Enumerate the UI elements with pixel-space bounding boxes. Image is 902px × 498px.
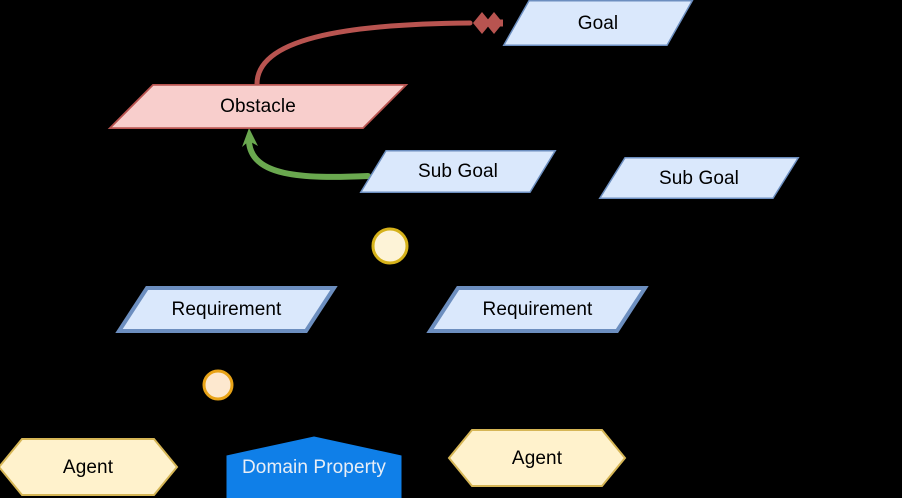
- obstruction-arrowhead-icon: [473, 12, 503, 34]
- node-shape-obstacle: [109, 84, 407, 129]
- refinement-arrowhead-icon: [242, 128, 258, 147]
- obstruction-edge[interactable]: [254, 20, 473, 87]
- node-shape-domain-property: [227, 437, 401, 498]
- node-shape-agent-1: [0, 438, 178, 496]
- node-shape-subgoal-2: [599, 157, 799, 199]
- node-subgoal-2[interactable]: Sub Goal: [599, 157, 799, 199]
- node-label-obstacle: Obstacle: [220, 96, 296, 117]
- junction-circle-bottom[interactable]: [202, 369, 234, 401]
- node-shape-requirement-1: [117, 286, 336, 333]
- node-subgoal-1[interactable]: Sub Goal: [360, 150, 556, 193]
- node-label-agent-2: Agent: [511, 447, 563, 469]
- node-label-agent-1: Agent: [62, 456, 114, 478]
- node-label-subgoal-1: Sub Goal: [417, 161, 499, 182]
- node-obstacle[interactable]: Obstacle: [109, 84, 407, 129]
- node-requirement-1[interactable]: Requirement: [117, 286, 336, 333]
- node-label-requirement-2: Requirement: [482, 299, 593, 320]
- junction-circle-top[interactable]: [371, 227, 409, 265]
- node-shape-requirement-2: [428, 286, 647, 333]
- node-shape-agent-2: [448, 429, 626, 487]
- refinement-edge[interactable]: [246, 139, 371, 180]
- node-label-goal: Goal: [577, 12, 619, 34]
- node-domain-property[interactable]: Domain Property: [227, 437, 401, 498]
- node-agent-1[interactable]: Agent: [0, 438, 178, 496]
- node-shape-subgoal-1: [360, 150, 556, 193]
- node-label-requirement-1: Requirement: [171, 299, 282, 320]
- node-label-subgoal-2: Sub Goal: [658, 167, 740, 189]
- node-goal[interactable]: Goal: [503, 0, 693, 46]
- node-requirement-2[interactable]: Requirement: [428, 286, 647, 333]
- node-agent-2[interactable]: Agent: [448, 429, 626, 487]
- node-label-domain-property: Domain Property: [241, 457, 387, 478]
- node-shape-goal: [503, 0, 693, 46]
